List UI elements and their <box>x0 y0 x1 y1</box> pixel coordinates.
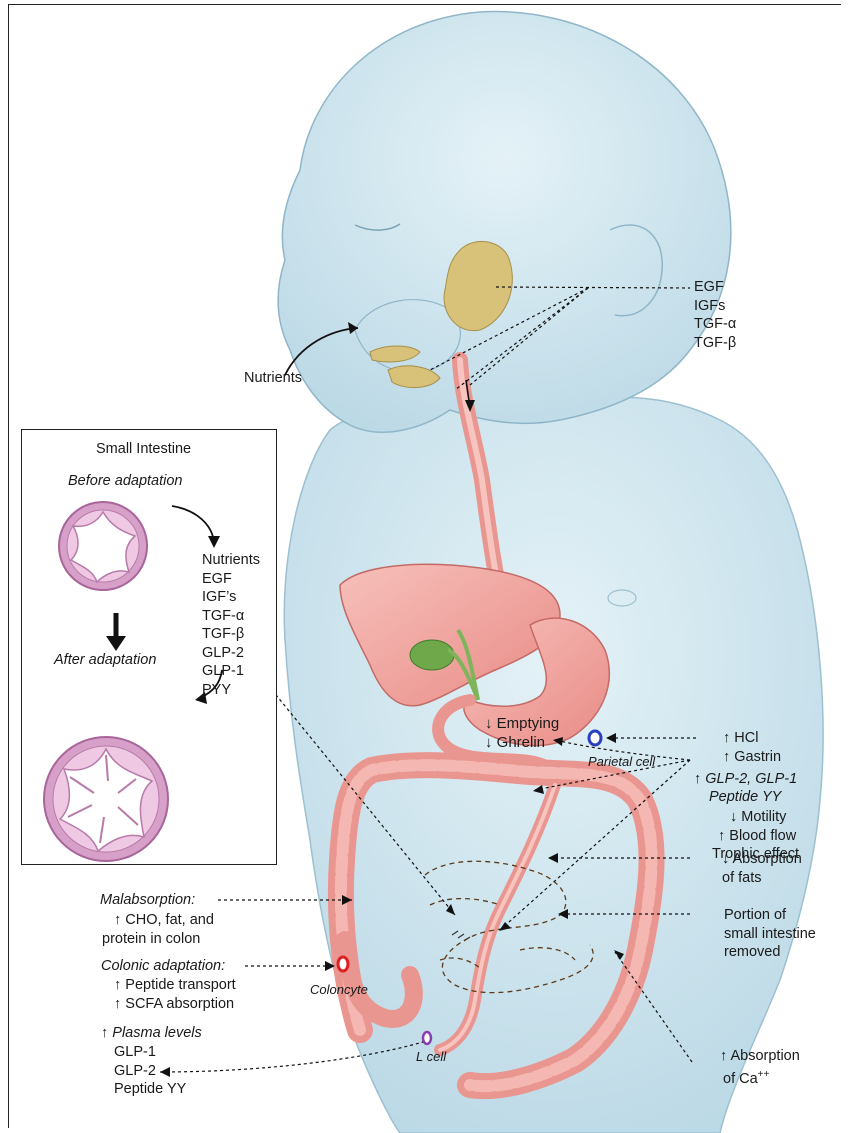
colonic-line: ↑ Peptide transport <box>114 976 236 995</box>
absorption-fats: ↓ Absorption of fats <box>722 850 802 887</box>
gallbladder <box>410 640 454 670</box>
absorption-ca-line-2: of Ca++ <box>723 1066 769 1088</box>
absorption-fats-line: of fats <box>722 869 802 888</box>
portion-removed: Portion of small intestine removed <box>724 906 816 962</box>
salivary-factor: IGFs <box>694 297 736 316</box>
plasma-line: GLP-2 <box>114 1062 186 1081</box>
peptide-yy-title: Peptide YY <box>709 788 781 806</box>
colonocyte-icon <box>338 957 348 971</box>
plasma-line: GLP-1 <box>114 1043 186 1062</box>
absorption-ca-text: of Ca <box>723 1071 758 1087</box>
colonic-adaptation-title: Colonic adaptation: <box>101 957 225 975</box>
inset-factor: GLP-1 <box>202 662 260 681</box>
plasma-levels-lines: GLP-1 GLP-2 Peptide YY <box>114 1043 186 1099</box>
cross-section-before <box>59 502 147 590</box>
portion-removed-line: removed <box>724 943 816 962</box>
inset-factor: IGF’s <box>202 588 260 607</box>
inset-title: Small Intestine <box>96 440 191 458</box>
infant-head <box>278 12 731 433</box>
after-adaptation-label: After adaptation <box>54 651 156 669</box>
colonic-adaptation-lines: ↑ Peptide transport ↑ SCFA absorption <box>114 976 236 1013</box>
salivary-factor-list: EGF IGFs TGF-α TGF-β <box>694 278 736 352</box>
parietal-cell-label: Parietal cell <box>588 753 655 771</box>
inset-factor: PYY <box>202 681 260 700</box>
salivary-factor: EGF <box>694 278 736 297</box>
salivary-factor: TGF-α <box>694 315 736 334</box>
parietal-factor-list: ↑ HCl ↑ Gastrin <box>723 729 781 766</box>
absorption-fats-line: ↓ Absorption <box>722 850 802 869</box>
malabsorption-lines: ↑ CHO, fat, and protein in colon <box>102 911 214 948</box>
cross-section-after <box>44 737 168 861</box>
colonic-line: ↑ SCFA absorption <box>114 995 236 1014</box>
malabsorption-title: Malabsorption: <box>100 891 195 909</box>
malabsorption-line: protein in colon <box>102 930 214 949</box>
inset-factor-list: Nutrients EGF IGF’s TGF-α TGF-β GLP-2 GL… <box>202 551 260 699</box>
parietal-factor: ↑ HCl <box>723 729 781 748</box>
plasma-levels-title: ↑ Plasma levels <box>101 1024 202 1042</box>
malabsorption-line: ↑ CHO, fat, and <box>102 911 214 930</box>
small-intestine-inset: Small Intestine Before adaptation After … <box>21 429 277 865</box>
parietal-factor: ↑ Gastrin <box>723 748 781 767</box>
absorption-ca-line-1: ↑ Absorption <box>720 1047 800 1065</box>
salivary-factor: TGF-β <box>694 334 736 353</box>
stomach-effect: ↓ Ghrelin <box>485 734 559 753</box>
stomach-effects: ↓ Emptying ↓ Ghrelin <box>485 715 559 752</box>
glp-title: ↑ GLP-2, GLP-1 <box>694 770 797 788</box>
plasma-line: Peptide YY <box>114 1080 186 1099</box>
l-cell-label: L cell <box>416 1048 446 1066</box>
inset-factor: Nutrients <box>202 551 260 570</box>
before-adaptation-label: Before adaptation <box>68 472 182 490</box>
glp-effect: ↑ Blood flow <box>712 827 799 846</box>
inset-factor: GLP-2 <box>202 644 260 663</box>
portion-removed-line: small intestine <box>724 925 816 944</box>
inset-arrow-in <box>172 506 214 542</box>
l-cell-icon <box>423 1032 431 1044</box>
colonocyte-label: Coloncyte <box>310 981 368 999</box>
inset-factor: TGF-β <box>202 625 260 644</box>
inset-factor: TGF-α <box>202 607 260 626</box>
inset-factor: EGF <box>202 570 260 589</box>
stomach-effect: ↓ Emptying <box>485 715 559 734</box>
portion-removed-line: Portion of <box>724 906 816 925</box>
glp-effect: ↓ Motility <box>712 808 799 827</box>
nutrients-label: Nutrients <box>244 369 302 387</box>
calcium-charge: ++ <box>758 1069 770 1080</box>
parietal-cell-icon <box>589 731 601 745</box>
